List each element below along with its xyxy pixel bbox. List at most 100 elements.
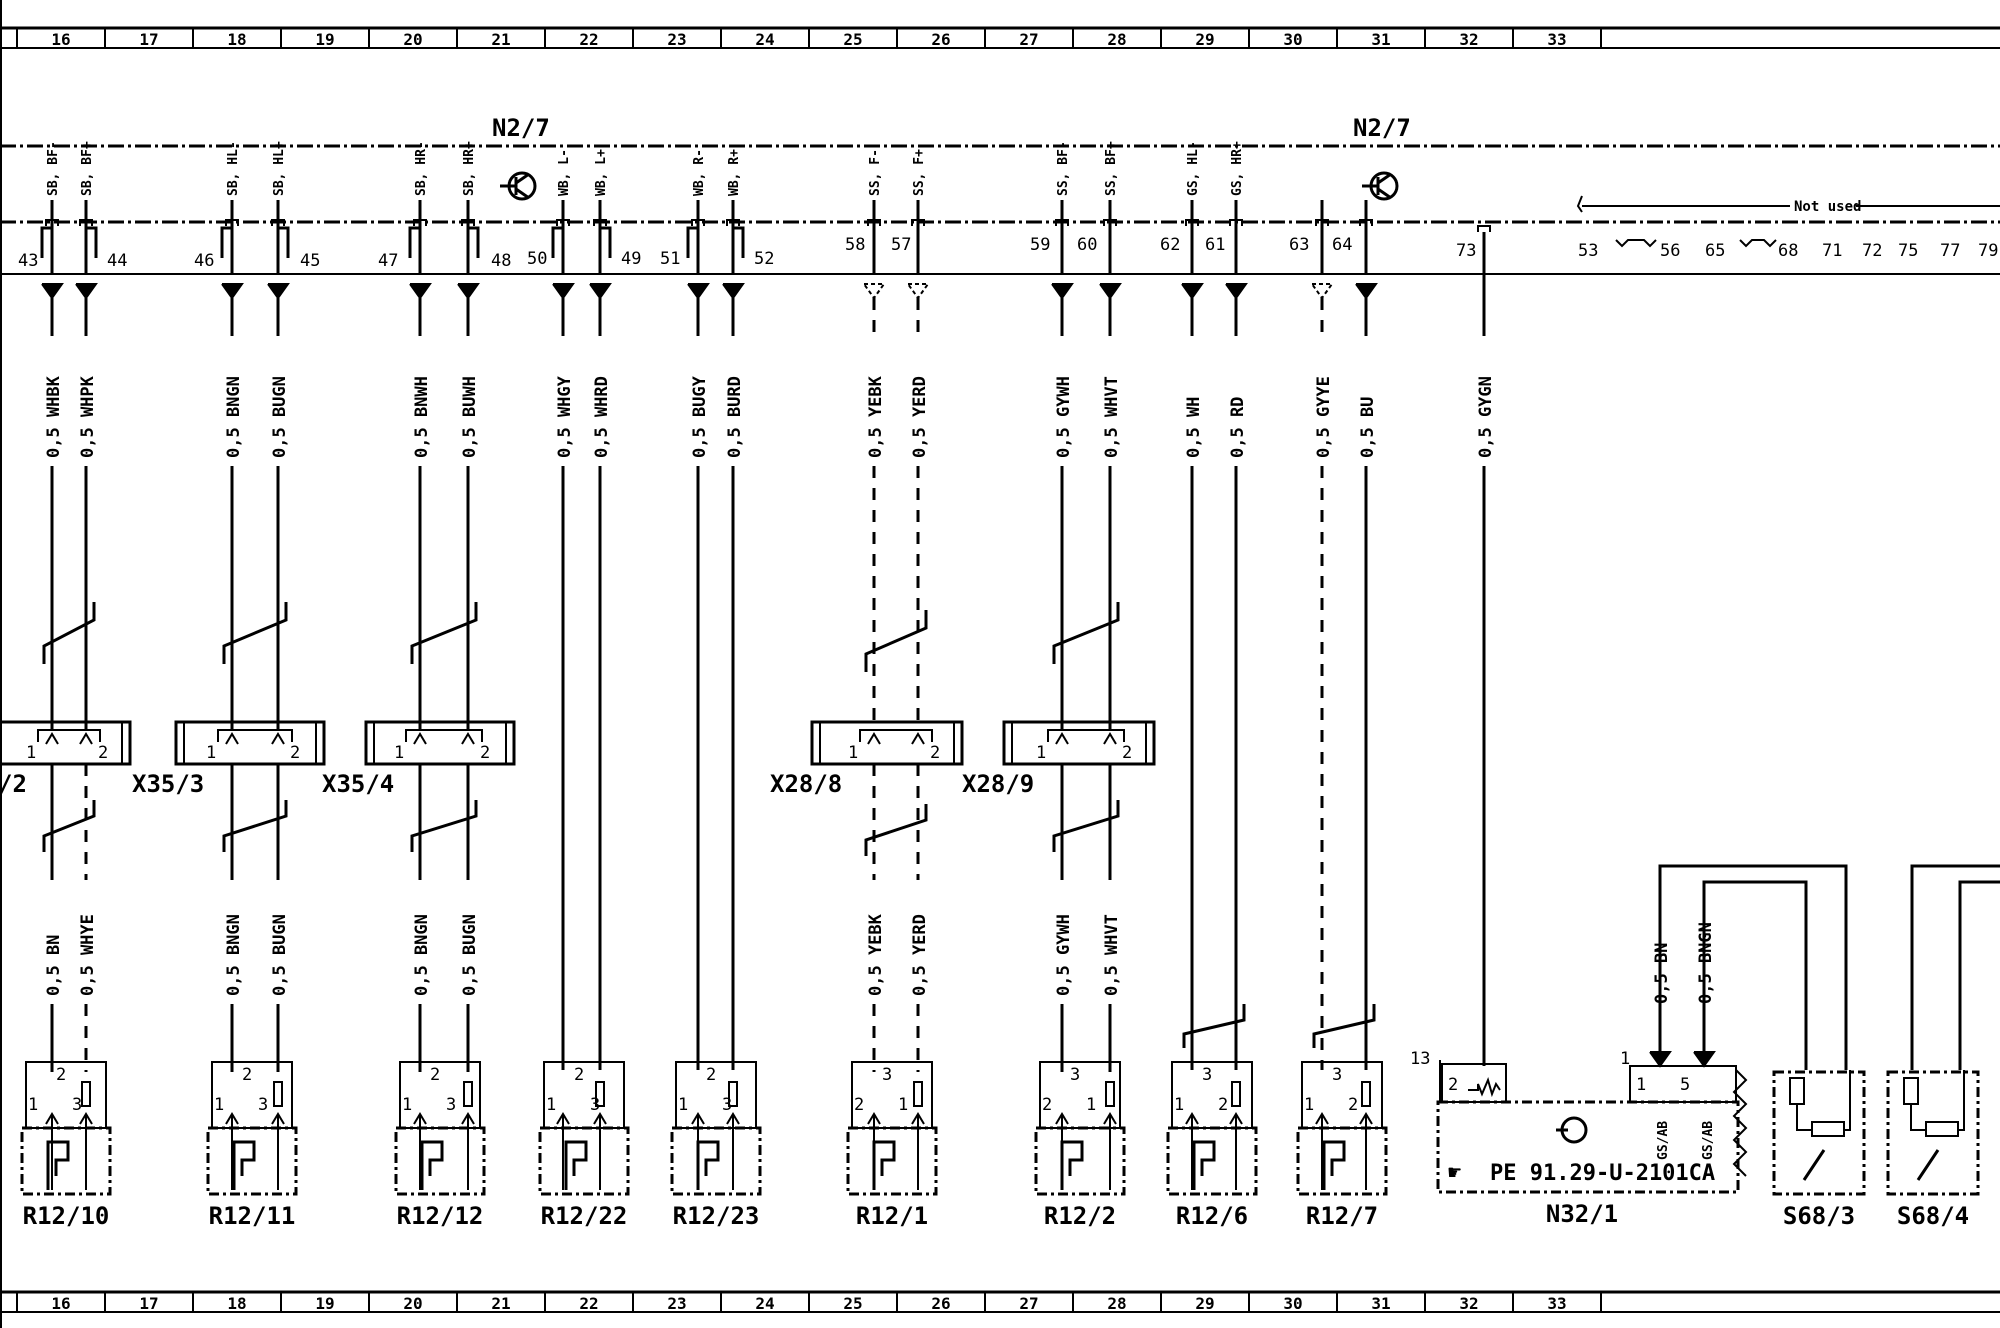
bus-pin-number: 62: [1160, 235, 1180, 255]
signal-triangle: [75, 283, 98, 300]
pin-bracket: [468, 226, 480, 258]
component-pin-number: 1: [402, 1095, 412, 1115]
bus-pin-number: 50: [527, 249, 547, 269]
component-pin-number: 3: [722, 1095, 732, 1115]
wires: [42, 232, 2000, 1072]
wire-label: 0,5 GYWH: [1054, 914, 1074, 996]
pin-label: SB, HR-: [414, 141, 429, 196]
sensor-symbol: [696, 1140, 720, 1190]
shield-mark: [1052, 800, 1120, 852]
transistor-lead: [1377, 172, 1392, 185]
component-label: R12/6: [1176, 1202, 1248, 1230]
component-pin-number: 2: [56, 1065, 66, 1085]
pin-label: WB, R+: [727, 149, 742, 196]
shield-mark: [222, 800, 288, 852]
component-pin-number: 3: [882, 1065, 892, 1085]
grid-number: 22: [579, 1294, 598, 1313]
connector-contact: [1103, 732, 1117, 745]
shield-terminal: [273, 1081, 283, 1107]
n32-terminal-box: [1441, 1063, 1507, 1103]
grid-number: 32: [1459, 1294, 1478, 1313]
signal-triangle: [409, 283, 432, 300]
component-pin-number: 3: [590, 1095, 600, 1115]
signal-triangle: [1225, 283, 1248, 300]
pin-label: WB, L-: [557, 149, 572, 196]
bus-pin-number: 56: [1660, 241, 1680, 261]
component-label: R12/12: [397, 1202, 484, 1230]
signal-triangle: [221, 283, 244, 300]
pin-label: SB, HL+: [272, 141, 287, 196]
grid-number: 26: [931, 30, 950, 49]
pin-label: GS, HL-: [1186, 141, 1201, 196]
sensor-symbol: [46, 1140, 70, 1190]
pin-bracket: [220, 226, 232, 258]
wire-label: 0,5 WHVT: [1102, 914, 1122, 996]
wire-segment: [1910, 864, 2000, 1070]
connector-contact: [867, 732, 881, 745]
switch-body: [1886, 1070, 1980, 1196]
connector-pin-number: 2: [98, 743, 108, 763]
wire-label: 0,5 WHVT: [1102, 376, 1122, 458]
grid-number: 23: [667, 30, 686, 49]
connector-contact-row: [217, 729, 293, 742]
grid-number: 26: [931, 1294, 950, 1313]
sensor-body: [1034, 1126, 1126, 1196]
grid-number: 29: [1195, 1294, 1214, 1313]
pin-bracket: [686, 226, 698, 258]
wire-label: 0,5 BUGN: [270, 376, 290, 458]
n32-pin-number: 1: [1636, 1075, 1646, 1095]
not-used-squiggle: [1739, 239, 1777, 248]
connector-contact: [225, 732, 239, 745]
component-label: R12/2: [1044, 1202, 1116, 1230]
sensor-body: [206, 1126, 298, 1196]
component-label: R12/1: [856, 1202, 928, 1230]
grid-number: 19: [315, 1294, 334, 1313]
sensor-body: [20, 1126, 112, 1196]
connector-housing: [174, 720, 326, 766]
pin-stub: [1477, 225, 1491, 232]
wire-label: 0,5 BUGN: [460, 914, 480, 996]
grid-number: 25: [843, 1294, 862, 1313]
shield-mark: [222, 602, 288, 664]
switch-lead: [1910, 1104, 1926, 1131]
bus-pin-number: 63: [1289, 235, 1309, 255]
shield-terminal: [913, 1081, 923, 1107]
pin-bracket: [551, 226, 563, 258]
grid-number: 16: [51, 30, 70, 49]
pin-label: WB, L+: [594, 149, 609, 196]
pin-bracket: [40, 226, 52, 258]
component-pin-number: 3: [258, 1095, 268, 1115]
shield-terminal: [595, 1081, 605, 1107]
pin-bracket: [600, 226, 612, 258]
sensor-symbol: [232, 1140, 256, 1190]
component-pin-number: 3: [1202, 1065, 1212, 1085]
connector-pin-number: 1: [848, 743, 858, 763]
pin-label: GS, HR+: [1230, 141, 1245, 196]
connectors: [0, 720, 1156, 766]
wire-label: 0,5 BURD: [725, 376, 745, 458]
switch-contact: [1916, 1149, 1940, 1181]
connector-label: /2: [0, 770, 27, 798]
connector-label: X35/3: [132, 770, 204, 798]
shield-mark: [1182, 1004, 1246, 1048]
not-used-label: Not used: [1794, 199, 1861, 215]
transistor-lead: [1377, 187, 1392, 200]
wire-label: 0,5 BN: [1652, 943, 1672, 1004]
bus-pin-number: 65: [1705, 241, 1725, 261]
wire-label: 0,5 WH: [1184, 397, 1204, 458]
bus-pin-number: 75: [1898, 241, 1918, 261]
switch-resistor: [1789, 1077, 1805, 1105]
reference-label: PE 91.29-U-2101CA: [1490, 1161, 1715, 1186]
transistor-lead: [515, 187, 530, 200]
signal-triangle: [1693, 1051, 1716, 1068]
grid-number: 18: [227, 30, 246, 49]
connector-housing: [0, 720, 132, 766]
connector-pin-number: 2: [1122, 743, 1132, 763]
grid-number: 28: [1107, 1294, 1126, 1313]
wire-label: 0,5 BUGY: [690, 375, 710, 458]
bus-pin-number: 77: [1940, 241, 1960, 261]
wire-label: 0,5 BNWH: [412, 376, 432, 458]
grid-number: 21: [491, 1294, 510, 1313]
pin-bracket: [408, 226, 420, 258]
